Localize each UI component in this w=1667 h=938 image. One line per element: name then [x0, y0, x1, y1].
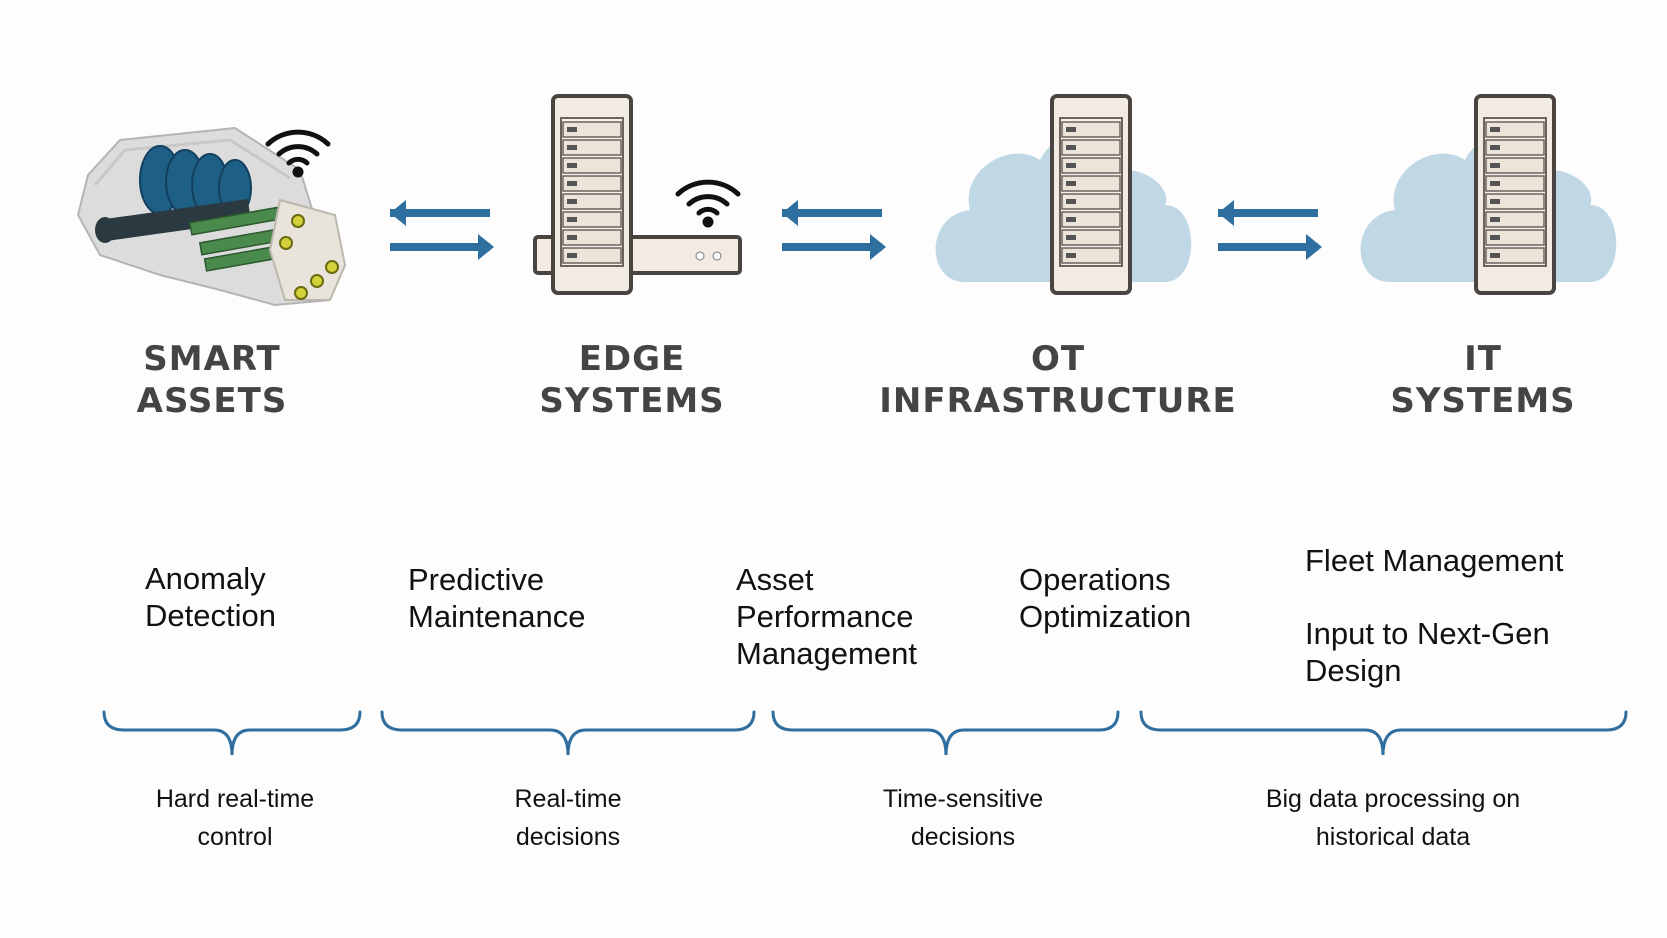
app-asset-performance-management: Asset Performance Management	[736, 562, 917, 671]
engine-icon	[76, 126, 347, 307]
tier-title-ot-infrastructure: OT INFRASTRUCTURE	[879, 339, 1237, 421]
app-input-to-next-gen-design: Input to Next-Gen Design	[1305, 616, 1550, 688]
latency-real-time: Real-time decisions	[514, 785, 622, 851]
brace	[380, 710, 756, 756]
latency-big-data: Big data processing on historical data	[1265, 785, 1521, 851]
brace	[1139, 710, 1628, 756]
app-predictive-maintenance: Predictive Maintenance	[408, 562, 586, 634]
bidirectional-arrow-icon	[1218, 200, 1322, 260]
app-operations-optimization: Operations Optimization	[1019, 562, 1192, 634]
brace	[102, 710, 362, 756]
app-fleet-management: Fleet Management	[1305, 543, 1564, 578]
cloud-server-icon	[1360, 94, 1617, 295]
cloud-server-icon	[935, 94, 1192, 295]
brace	[771, 710, 1120, 756]
bidirectional-arrow-icon	[782, 200, 886, 260]
latency-time-sensitive: Time-sensitive decisions	[882, 785, 1044, 851]
latency-hard-real-time: Hard real-time control	[155, 785, 315, 851]
edge-server-icon	[533, 94, 742, 295]
tier-title-edge-systems: EDGE SYSTEMS	[539, 339, 725, 421]
tier-title-smart-assets: SMART ASSETS	[136, 339, 288, 421]
tier-title-it-systems: IT SYSTEMS	[1390, 339, 1576, 421]
wifi-icon	[678, 182, 738, 227]
app-anomaly-detection: Anomaly Detection	[145, 561, 276, 633]
bidirectional-arrow-icon	[390, 200, 494, 260]
